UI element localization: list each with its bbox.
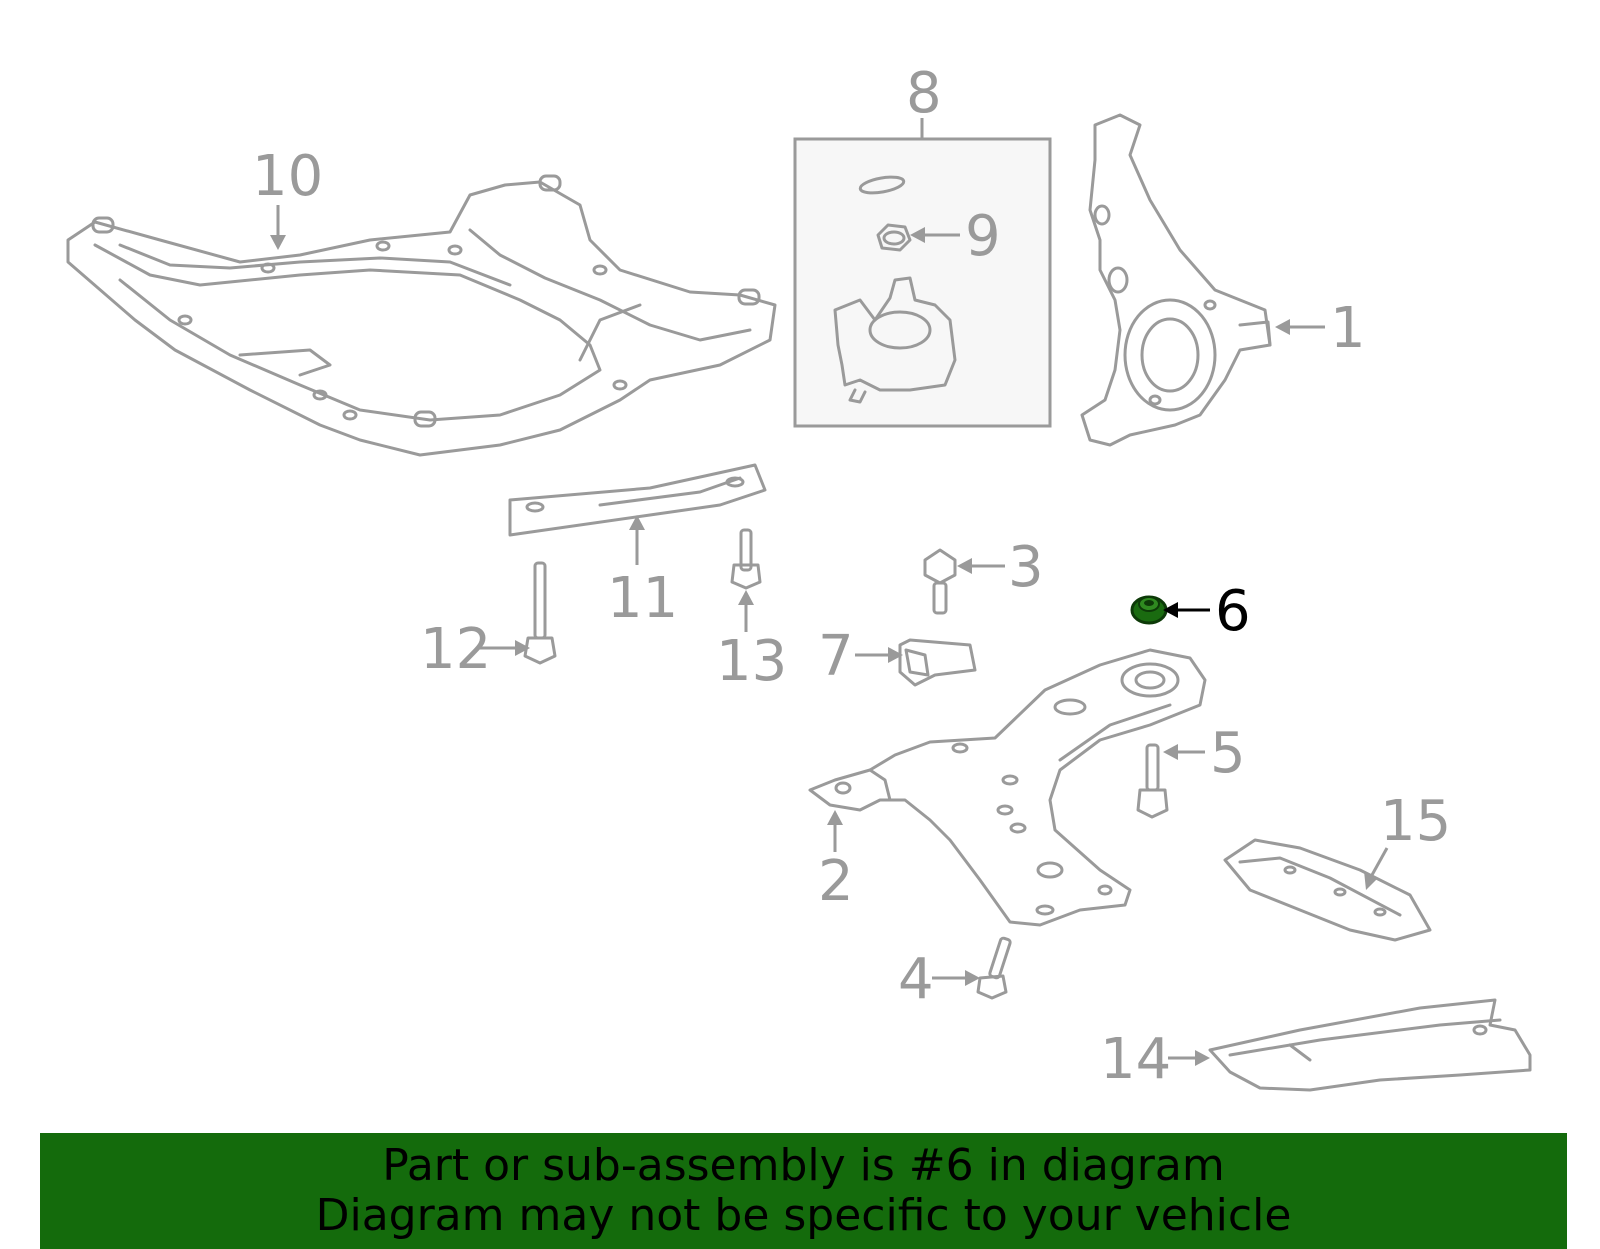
part-8-ball-joint-kit[interactable] bbox=[793, 118, 1052, 428]
part-15-shield[interactable] bbox=[1223, 838, 1432, 942]
callout-3: 3 bbox=[1008, 535, 1044, 600]
callout-2: 2 bbox=[818, 849, 854, 914]
callout-labels: 10 8 9 1 11 12 13 3 6 7 5 15 2 4 14 bbox=[252, 61, 1451, 1092]
part-4-bolt[interactable] bbox=[976, 936, 1012, 1000]
callout-8: 8 bbox=[906, 61, 942, 126]
part-12-bolt[interactable] bbox=[523, 561, 557, 665]
info-banner: Part or sub-assembly is #6 in diagram Di… bbox=[40, 1133, 1567, 1249]
callout-10: 10 bbox=[252, 144, 323, 209]
part-14-under-cover[interactable] bbox=[1208, 998, 1532, 1092]
callout-6: 6 bbox=[1215, 579, 1251, 644]
callout-13: 13 bbox=[716, 629, 787, 694]
part-3-bolt[interactable] bbox=[923, 548, 957, 615]
callout-12: 12 bbox=[420, 617, 491, 682]
banner-line-1: Part or sub-assembly is #6 in diagram bbox=[382, 1140, 1225, 1191]
part-13-bolt[interactable] bbox=[730, 528, 762, 590]
callout-leaders bbox=[270, 205, 1389, 1066]
part-11-brace[interactable] bbox=[508, 463, 767, 537]
part-2-lower-control-arm[interactable] bbox=[808, 648, 1207, 927]
part-5-bolt[interactable] bbox=[1136, 743, 1169, 819]
callout-7: 7 bbox=[818, 624, 854, 689]
part-7-stopper[interactable] bbox=[898, 638, 977, 687]
callout-5: 5 bbox=[1210, 721, 1246, 786]
part-1-knuckle[interactable] bbox=[1080, 113, 1272, 447]
part-6-nut[interactable] bbox=[1130, 595, 1168, 625]
part-10-crossmember[interactable] bbox=[66, 174, 777, 457]
callout-4: 4 bbox=[898, 947, 934, 1012]
callout-1: 1 bbox=[1330, 296, 1366, 361]
callout-11: 11 bbox=[607, 566, 678, 631]
part-9-nut[interactable] bbox=[876, 223, 912, 252]
callout-14: 14 bbox=[1100, 1027, 1171, 1092]
callout-15: 15 bbox=[1380, 789, 1451, 854]
banner-line-2: Diagram may not be specific to your vehi… bbox=[315, 1190, 1292, 1241]
callout-9: 9 bbox=[965, 204, 1001, 269]
